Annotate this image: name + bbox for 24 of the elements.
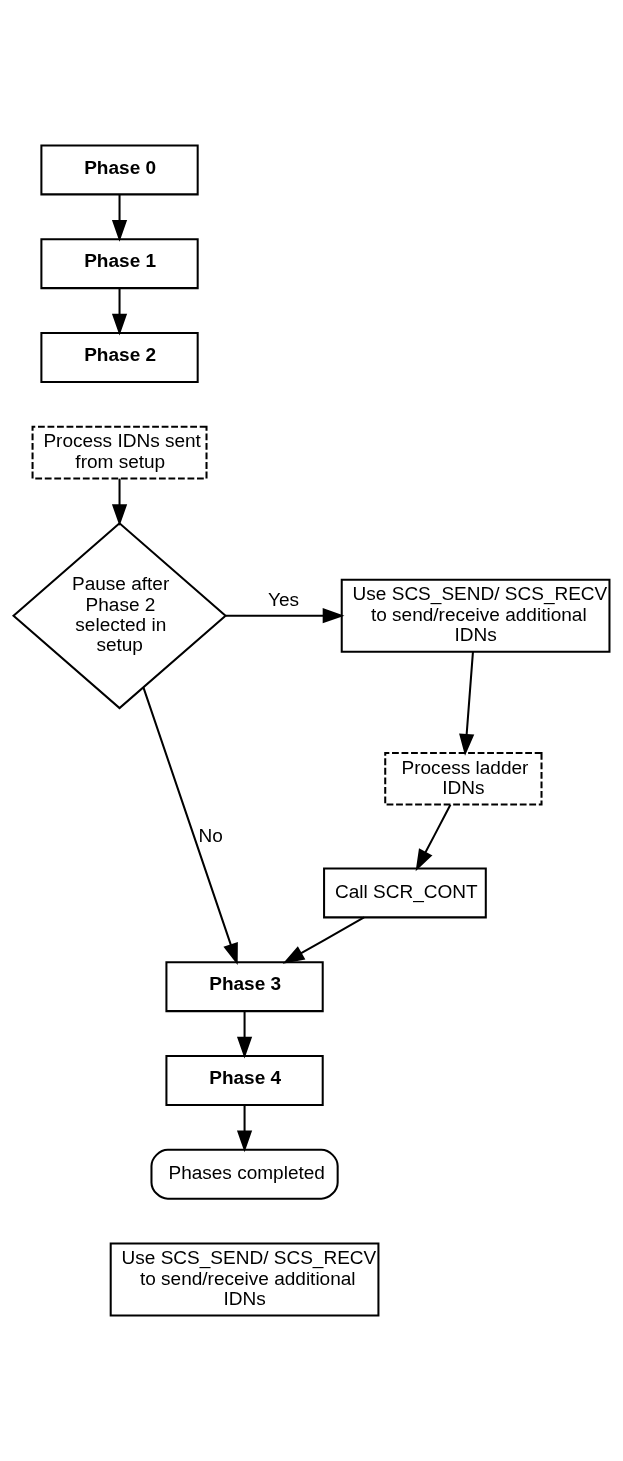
edge-label: No (198, 824, 223, 846)
node-box: Phase 3 (165, 961, 324, 1013)
edge-label: Yes (268, 589, 300, 611)
arrow (225, 608, 345, 624)
arrow (142, 687, 238, 965)
node-box: Use SCS_SEND/ SCS_RECV to send/receive additional IDNs (340, 578, 611, 653)
arrow (282, 916, 365, 964)
node-diamond: Pause after Phase 2 selected in setup (11, 521, 228, 710)
arrow (236, 1011, 253, 1059)
node-box: Phase 4 (165, 1054, 324, 1106)
arrow (111, 478, 128, 527)
node-box: Process ladder IDNs (384, 751, 543, 806)
node-box: Process IDNs sent from setup (31, 425, 208, 480)
node-box: Phases completed (150, 1148, 339, 1200)
arrow (459, 651, 475, 756)
node-box: Phase 2 (40, 331, 199, 383)
node-box: Phase 1 (40, 238, 199, 290)
node-box: Use SCS_SEND/ SCS_RECV to send/receive additional IDNs (109, 1242, 380, 1317)
arrow (415, 804, 452, 872)
arrow (236, 1105, 253, 1153)
arrow (111, 194, 128, 242)
arrow (111, 288, 128, 336)
node-box: Phase 0 (40, 144, 199, 196)
node-box: Call SCR_CONT (323, 867, 487, 919)
